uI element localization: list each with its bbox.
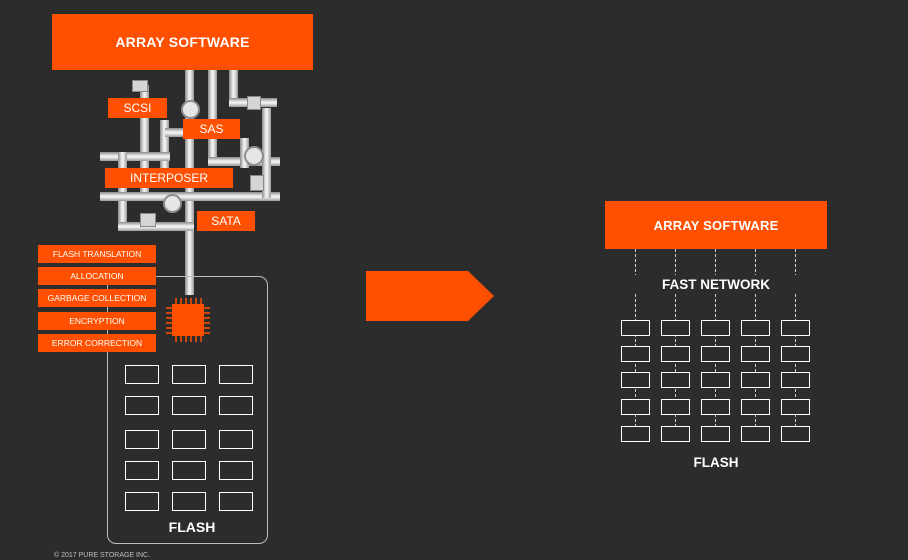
- function-item: ENCRYPTION: [38, 312, 156, 330]
- flash-cell: [219, 365, 253, 384]
- copyright-text: © 2017 PURE STORAGE INC.: [54, 552, 151, 559]
- flash-cell: [219, 430, 253, 449]
- function-item: ERROR CORRECTION: [38, 334, 156, 352]
- flash-cell: [741, 320, 770, 336]
- flash-cell: [661, 346, 690, 362]
- flash-cell: [741, 426, 770, 442]
- valve-icon: [250, 175, 264, 191]
- left-flash-enclosure: [107, 276, 268, 544]
- flash-cell: [172, 430, 206, 449]
- flash-cell: [172, 396, 206, 415]
- flash-cell: [125, 430, 159, 449]
- flash-cell: [781, 372, 810, 388]
- pressure-gauge-icon: [244, 146, 264, 166]
- flash-cell: [661, 320, 690, 336]
- valve-icon: [132, 80, 148, 92]
- left-flash-label: FLASH: [168, 519, 216, 535]
- flash-cell: [701, 399, 730, 415]
- interposer-label: INTERPOSER: [105, 168, 233, 188]
- valve-icon: [140, 213, 156, 227]
- right-array-software-label: ARRAY SOFTWARE: [653, 217, 779, 233]
- valve-icon: [247, 96, 261, 110]
- flash-cell: [661, 372, 690, 388]
- flash-cell: [125, 396, 159, 415]
- left-array-software-label: ARRAY SOFTWARE: [115, 34, 250, 50]
- flash-cell: [219, 492, 253, 511]
- right-flash-label: FLASH: [693, 455, 739, 470]
- flash-cell: [172, 492, 206, 511]
- flash-cell: [741, 372, 770, 388]
- flash-cell: [172, 365, 206, 384]
- flash-cell: [621, 372, 650, 388]
- flash-cell: [701, 320, 730, 336]
- flash-cell: [781, 426, 810, 442]
- function-item: FLASH TRANSLATION: [38, 245, 156, 263]
- flash-cell: [621, 320, 650, 336]
- pressure-gauge-icon: [163, 194, 182, 213]
- flash-cell: [219, 396, 253, 415]
- flash-cell: [125, 492, 159, 511]
- function-item: GARBAGE COLLECTION: [38, 289, 156, 307]
- flash-cell: [125, 365, 159, 384]
- function-item: ALLOCATION: [38, 267, 156, 285]
- flash-cell: [741, 399, 770, 415]
- flash-cell: [219, 461, 253, 480]
- flash-cell: [621, 399, 650, 415]
- pressure-gauge-icon: [181, 100, 200, 119]
- flash-cell: [781, 346, 810, 362]
- right-array-software-box: ARRAY SOFTWARE: [605, 201, 827, 249]
- flash-cell: [661, 399, 690, 415]
- flash-cell: [621, 426, 650, 442]
- flash-cell: [172, 461, 206, 480]
- sas-label: SAS: [183, 119, 240, 139]
- flash-cell: [701, 372, 730, 388]
- sata-label: SATA: [197, 211, 255, 231]
- fast-network-label: FAST NETWORK: [635, 275, 797, 294]
- flash-cell: [741, 346, 770, 362]
- flash-cell: [621, 346, 650, 362]
- right-arrow-icon: [366, 271, 494, 321]
- scsi-label: SCSI: [108, 98, 167, 118]
- flash-cell: [701, 346, 730, 362]
- flash-cell: [701, 426, 730, 442]
- controller-chip-icon: [166, 298, 210, 342]
- left-array-software-box: ARRAY SOFTWARE: [52, 14, 313, 70]
- flash-cell: [661, 426, 690, 442]
- flash-cell: [781, 320, 810, 336]
- flash-cell: [781, 399, 810, 415]
- flash-cell: [125, 461, 159, 480]
